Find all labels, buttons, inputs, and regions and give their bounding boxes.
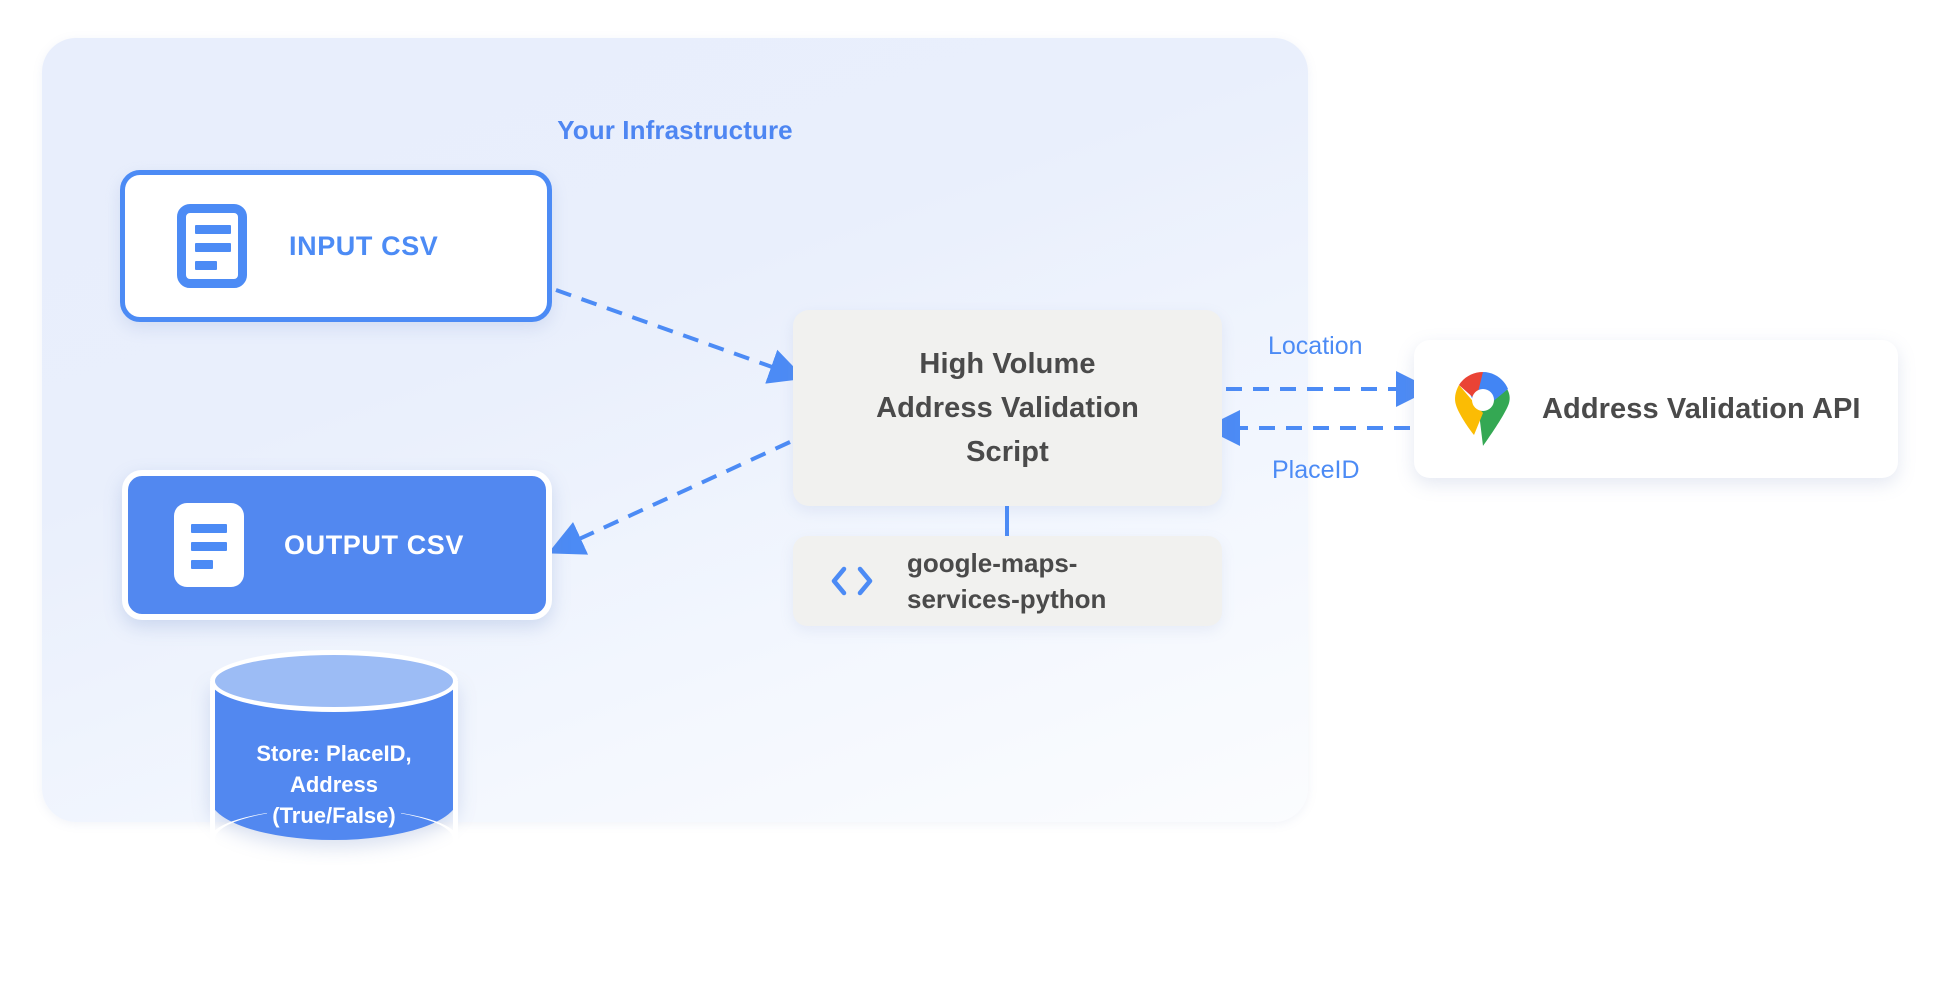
database-right-edge — [453, 681, 458, 839]
input-csv-label: INPUT CSV — [289, 230, 439, 261]
database-top-ellipse — [210, 650, 458, 712]
node-client-library[interactable]: google-maps- services-python — [793, 536, 1222, 626]
node-database[interactable]: Store: PlaceID, Address (True/False) — [210, 650, 458, 870]
edge-label-location: Location — [1268, 332, 1363, 360]
document-icon — [174, 503, 244, 587]
script-label-line1: High Volume — [919, 348, 1096, 380]
node-input-csv[interactable]: INPUT CSV — [120, 170, 552, 322]
database-label-line1: Store: PlaceID, — [256, 741, 412, 766]
google-maps-pin-icon — [1454, 372, 1512, 446]
library-label: google-maps- services-python — [907, 545, 1106, 617]
database-label-line3: (True/False) — [272, 803, 396, 828]
infrastructure-title: Your Infrastructure — [557, 115, 793, 145]
database-label-line2: Address — [289, 772, 379, 797]
script-label-line2: Address Validation — [876, 392, 1139, 424]
library-label-line1: google-maps- — [907, 548, 1078, 578]
code-brackets-icon — [829, 564, 875, 598]
database-label: Store: PlaceID, Address (True/False) — [210, 738, 458, 831]
node-output-csv[interactable]: OUTPUT CSV — [122, 470, 552, 620]
script-label-line3: Script — [966, 436, 1049, 468]
node-validation-script[interactable]: High Volume Address Validation Script — [793, 310, 1222, 506]
document-icon — [177, 204, 247, 288]
script-label: High Volume Address Validation Script — [876, 342, 1139, 474]
node-address-validation-api[interactable]: Address Validation API — [1414, 340, 1898, 478]
script-library-connector — [1005, 506, 1009, 536]
output-csv-label: OUTPUT CSV — [284, 529, 465, 560]
edge-label-placeid: PlaceID — [1272, 456, 1360, 484]
database-left-edge — [210, 681, 215, 839]
library-label-line2: services-python — [907, 584, 1107, 614]
api-label: Address Validation API — [1542, 392, 1861, 425]
